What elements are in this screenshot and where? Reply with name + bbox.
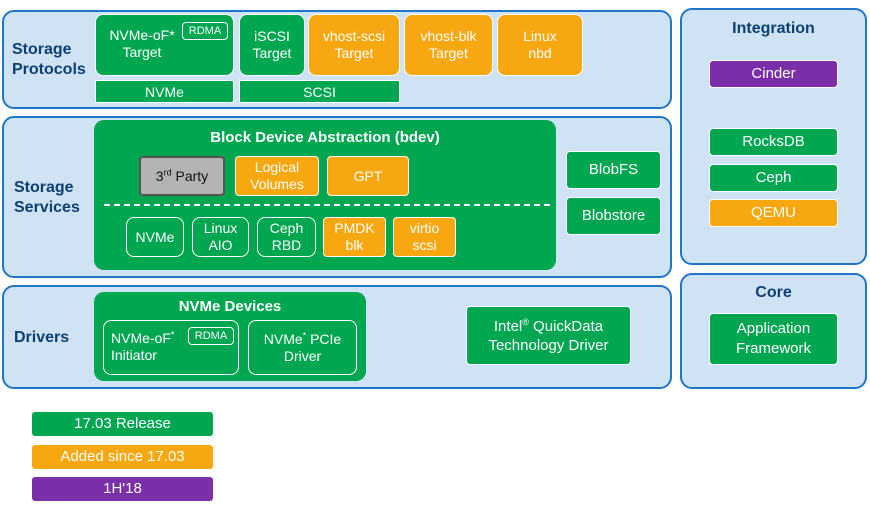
- application-framework-box: Application Framework: [709, 313, 838, 365]
- nvme-pcie-line1: NVMe* PCIe: [263, 329, 342, 347]
- third-party-label: 3rd Party: [155, 167, 209, 184]
- nvmeof-target-box: NVMe-oF* Target RDMA: [95, 14, 234, 76]
- drivers-label: Drivers: [14, 329, 70, 346]
- integration-title: Integration: [732, 20, 815, 37]
- pmdk-blk-box: PMDK blk: [323, 217, 386, 257]
- nvme-protocol-bar: NVMe: [95, 80, 234, 103]
- nvmeof-target-line1: NVMe-oF*: [109, 27, 175, 43]
- rdma-badge-initiator: RDMA: [188, 327, 234, 345]
- quickdata-line1: Intel® QuickData: [493, 316, 604, 335]
- legend-future: 1H'18: [31, 476, 214, 502]
- nvmeof-target-line2: Target: [122, 44, 162, 60]
- quickdata-driver-box: Intel® QuickData Technology Driver: [466, 306, 631, 365]
- virtio-scsi-box: virtio scsi: [393, 217, 456, 257]
- linux-nbd-box: Linux nbd: [497, 14, 583, 76]
- nvmeof-initiator-line1: NVMe-oF*: [111, 329, 175, 346]
- vhost-blk-target-box: vhost-blk Target: [404, 14, 493, 76]
- blobstore-box: Blobstore: [566, 197, 661, 235]
- ceph-box: Ceph: [709, 164, 838, 192]
- nvme-devices-title: NVMe Devices: [178, 298, 282, 315]
- vhost-scsi-target-box: vhost-scsi Target: [308, 14, 400, 76]
- bdev-title: Block Device Abstraction (bdev): [210, 129, 440, 146]
- nvme-pcie-driver-box: NVMe* PCIe Driver: [248, 320, 357, 375]
- nvmeof-initiator-line2: Initiator: [111, 347, 157, 363]
- logical-volumes-box: Logical Volumes: [235, 156, 319, 196]
- scsi-protocol-bar: SCSI: [239, 80, 400, 103]
- gpt-box: GPT: [327, 156, 409, 196]
- nvme-bdev-box: NVMe: [126, 217, 184, 257]
- nvme-devices-container: [94, 292, 366, 381]
- nvme-pcie-line2: Driver: [283, 347, 322, 364]
- core-title: Core: [755, 284, 792, 301]
- quickdata-line2: Technology Driver: [488, 336, 609, 354]
- nvmeof-initiator-box: NVMe-oF* Initiator RDMA: [103, 320, 239, 375]
- linux-aio-box: Linux AIO: [192, 217, 249, 257]
- bdev-divider: [104, 204, 550, 206]
- third-party-box: 3rd Party: [139, 156, 225, 196]
- blobfs-box: BlobFS: [566, 151, 661, 189]
- storage-protocols-label: Storage Protocols: [12, 41, 86, 78]
- legend-release: 17.03 Release: [31, 411, 214, 437]
- legend-added: Added since 17.03: [31, 444, 214, 470]
- iscsi-target-box: iSCSI Target: [239, 14, 305, 76]
- ceph-rbd-box: Ceph RBD: [257, 217, 316, 257]
- rdma-badge: RDMA: [182, 22, 228, 40]
- rocksdb-box: RocksDB: [709, 128, 838, 156]
- qemu-box: QEMU: [709, 199, 838, 227]
- cinder-box: Cinder: [709, 60, 838, 88]
- storage-services-label: Storage Services: [14, 179, 80, 216]
